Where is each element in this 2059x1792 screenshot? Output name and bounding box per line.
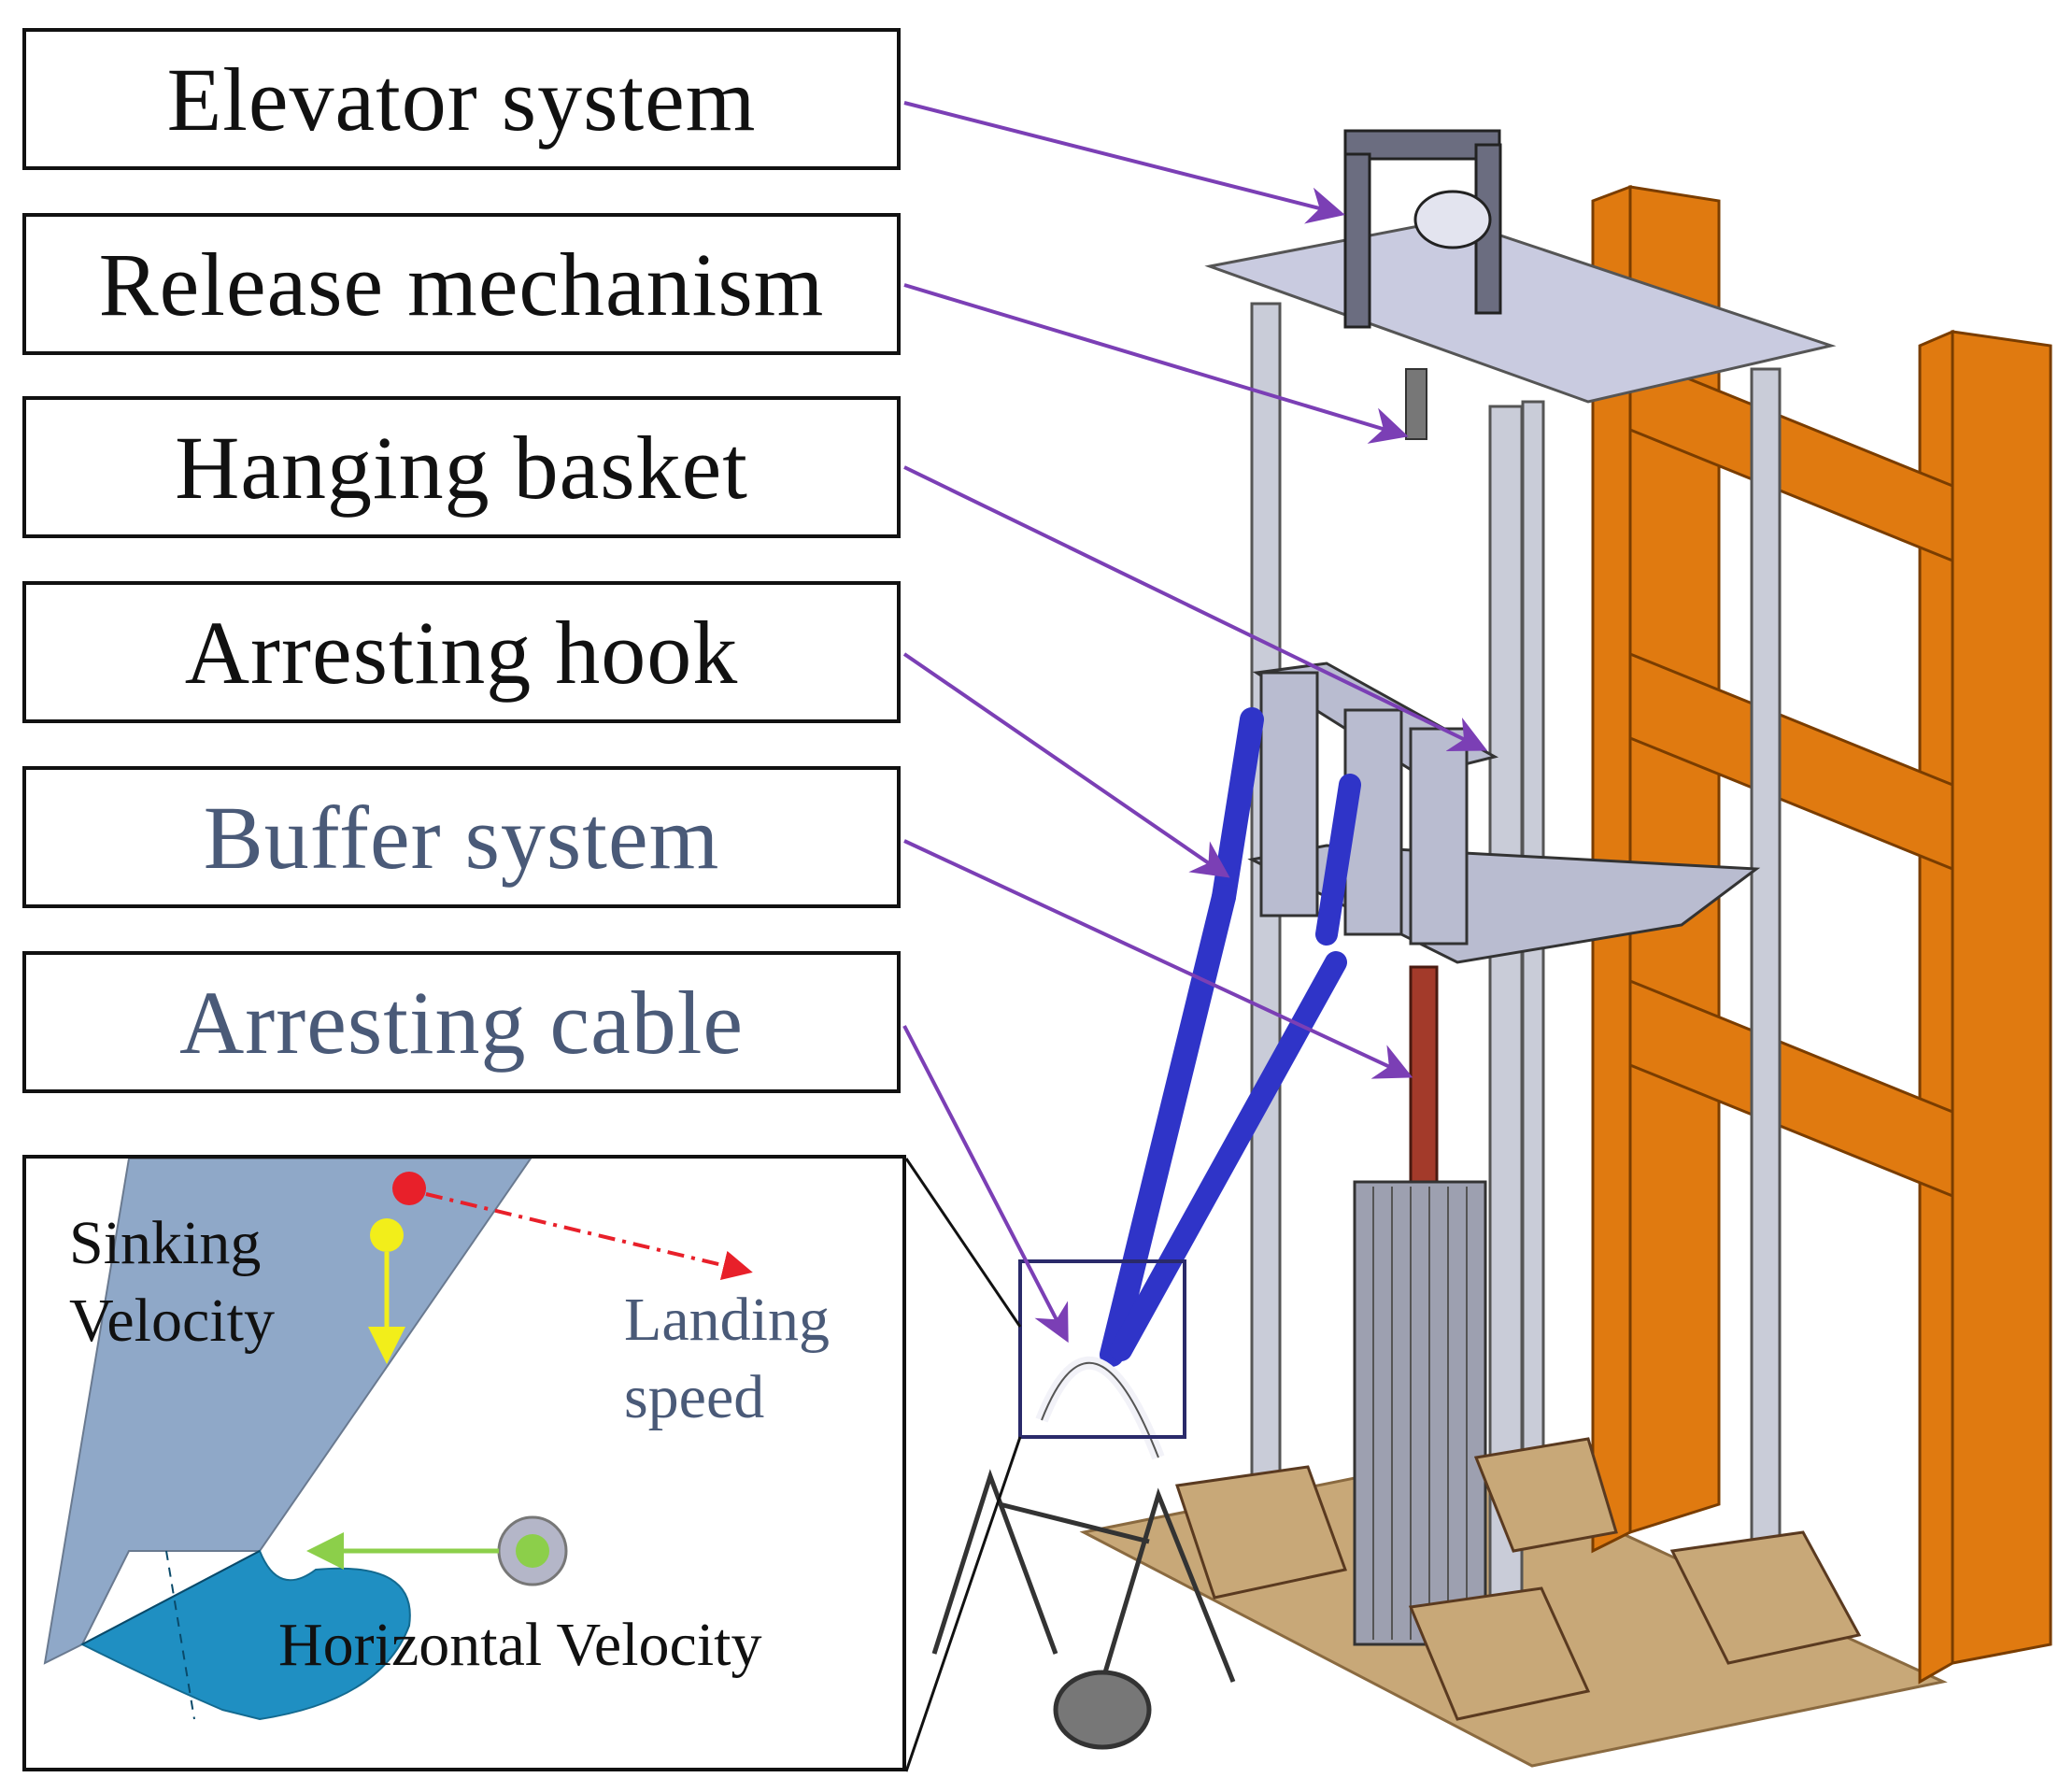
label-buffer-text: Buffer system (203, 787, 720, 888)
arrow-elevator (903, 101, 1345, 224)
label-release-text: Release mechanism (98, 234, 825, 334)
arresting-cable (1035, 1356, 1165, 1460)
pointer-arrows (902, 101, 1488, 1344)
label-elevator-text: Elevator system (166, 49, 757, 149)
sinking-velocity-label: Sinking Velocity (69, 1205, 275, 1359)
hook-tip (79, 1549, 411, 1721)
landing-speed-arrow (425, 1192, 753, 1280)
landing-speed-label: Landing speed (624, 1282, 830, 1436)
sinking-velocity-dot (370, 1218, 404, 1252)
label-hanging-basket: Hanging basket (22, 396, 901, 538)
arrow-cable (902, 1025, 1069, 1344)
cable-stand (931, 1469, 1236, 1750)
inset-hook-drawing (43, 1159, 753, 1721)
landing-line-1: Landing (624, 1286, 830, 1354)
label-arresting-hook: Arresting hook (22, 581, 901, 723)
label-cable-text: Arresting cable (178, 972, 745, 1073)
label-buffer-system: Buffer system (22, 766, 901, 908)
landing-line-2: speed (624, 1362, 765, 1431)
velocity-inset: Sinking Velocity Landing speed Horizonta… (22, 1155, 906, 1771)
buffer-cylinder (1353, 1180, 1487, 1646)
orange-frame (1591, 184, 2052, 1685)
landing-speed-dot (392, 1172, 426, 1205)
arrow-hook (902, 652, 1230, 878)
zoom-line-bottom (904, 1436, 1022, 1772)
horizontal-velocity-dot (516, 1534, 549, 1568)
label-release-mechanism: Release mechanism (22, 213, 901, 355)
arrow-release (903, 283, 1409, 444)
top-plate (1204, 218, 1837, 404)
release-rod (1405, 368, 1427, 440)
sinking-line-2: Velocity (69, 1286, 275, 1355)
zoom-line-top (904, 1158, 1022, 1328)
arrow-basket (903, 465, 1488, 751)
arrow-buffer (903, 839, 1413, 1079)
column-feet (1175, 1437, 1862, 1721)
hook-shank (43, 1159, 532, 1665)
sinking-line-1: Sinking (69, 1209, 262, 1277)
label-basket-text: Hanging basket (175, 417, 748, 518)
buffer-rod (1409, 965, 1439, 1193)
label-arresting-cable: Arresting cable (22, 951, 901, 1093)
label-hook-text: Arresting hook (184, 602, 739, 703)
zoom-box (1018, 1259, 1186, 1439)
elevator-unit (1343, 129, 1502, 329)
label-elevator-system: Elevator system (22, 28, 901, 170)
horizontal-velocity-label: Horizontal Velocity (278, 1611, 762, 1679)
hanging-basket (1247, 661, 1761, 964)
